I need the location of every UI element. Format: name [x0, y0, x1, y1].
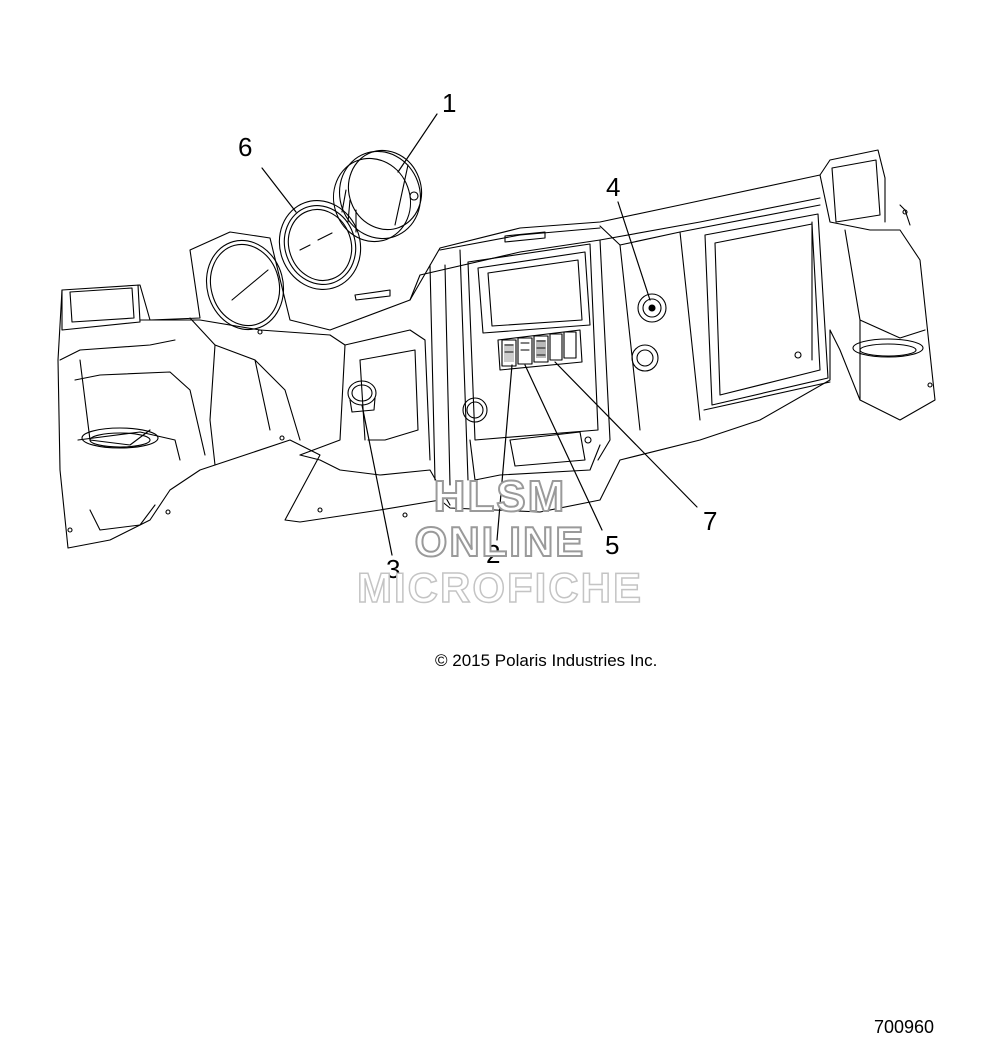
callout-2: 2 [486, 539, 501, 569]
center-display-panel [462, 231, 611, 481]
drawing-number: 700960 [874, 1017, 935, 1037]
callout-1: 1 [442, 88, 457, 118]
center-console [299, 249, 469, 518]
switch-bank [497, 329, 583, 371]
leader-7 [554, 361, 698, 508]
watermark-line-1: HLSM [433, 472, 567, 521]
callout-4: 4 [606, 172, 621, 202]
leader-lines [261, 113, 698, 556]
right-speaker-pod [819, 149, 933, 401]
gauge-bezel-part [278, 200, 362, 290]
left-speaker-pod [59, 284, 206, 533]
callout-5: 5 [605, 530, 620, 560]
callout-3: 3 [386, 554, 401, 584]
copyright-notice: © 2015 Polaris Industries Inc. [435, 651, 658, 670]
callout-7: 7 [703, 506, 718, 536]
watermark: HLSM ONLINE MICROFICHE [0, 472, 1000, 611]
left-gauge-housing [189, 239, 301, 466]
watermark-line-2: ONLINE [414, 518, 586, 565]
callout-6: 6 [238, 132, 253, 162]
accessory-outlets [619, 231, 701, 431]
gauge-part [332, 149, 423, 243]
leader-2 [496, 364, 513, 541]
glovebox [703, 213, 831, 411]
watermark-line-3: MICROFICHE [356, 564, 643, 611]
leader-1 [397, 113, 438, 173]
leader-3 [361, 404, 393, 556]
leader-6 [261, 167, 297, 213]
leader-4 [617, 201, 651, 301]
dashboard-body [57, 174, 936, 549]
leader-5 [524, 364, 603, 531]
